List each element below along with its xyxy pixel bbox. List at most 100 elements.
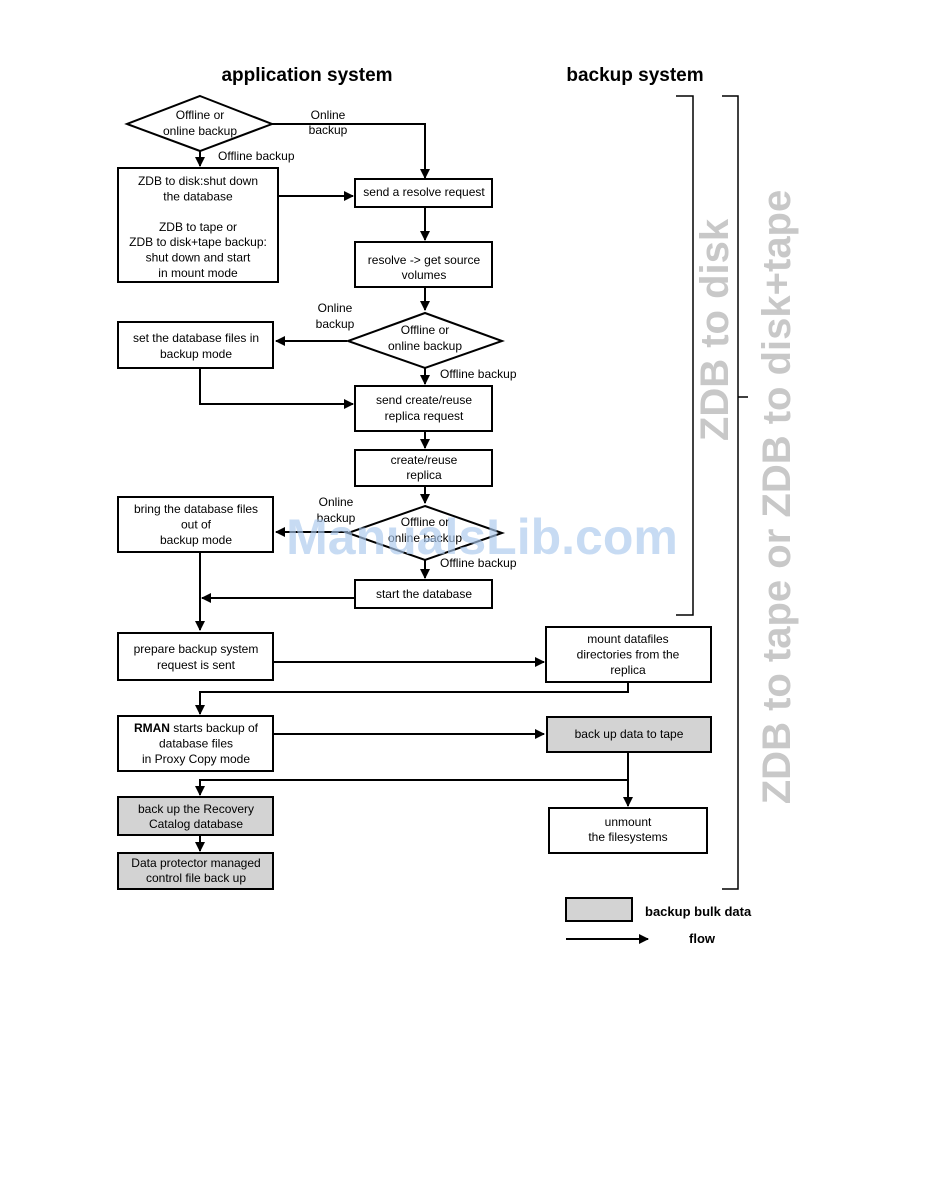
- watermark-text: ManualsLib.com: [286, 509, 678, 565]
- box-start-database: start the database: [354, 579, 493, 609]
- label-offline-backup-1: Offline backup: [218, 149, 295, 163]
- text-line: the database: [163, 189, 233, 203]
- text-line: Online: [319, 495, 354, 509]
- text-line: database files: [159, 737, 233, 751]
- text-line: in mount mode: [158, 266, 238, 280]
- text-line: backup: [309, 123, 348, 137]
- text-line: Offline or: [176, 108, 224, 122]
- text-line: volumes: [402, 268, 447, 282]
- box-prepare-request: prepare backup system request is sent: [117, 632, 274, 681]
- legend: backup bulk data flow: [565, 897, 752, 946]
- box-backup-to-tape: back up data to tape: [546, 716, 712, 753]
- text-line: create/reuse: [391, 453, 458, 467]
- text-line: Online: [311, 108, 346, 122]
- side-label-zdb-disk: ZDB to disk: [693, 218, 737, 441]
- label-offline-backup-3: Offline backup: [440, 556, 517, 570]
- text-line: backup mode: [160, 533, 232, 547]
- label-online-backup-2: Online backup: [316, 301, 355, 331]
- text-line: Catalog database: [149, 817, 243, 831]
- box-start-database-text: start the database: [376, 587, 472, 601]
- text-line: back up the Recovery: [138, 802, 254, 816]
- heading-application-system: application system: [221, 65, 392, 86]
- box-rman-first-line: RMAN starts backup of: [134, 721, 259, 735]
- connector-tape-catalog: [195, 779, 628, 796]
- connector-setmode-create: [199, 369, 354, 409]
- text-line: online backup: [388, 531, 462, 545]
- box-send-resolve: send a resolve request: [354, 178, 493, 208]
- box-send-resolve-text: send a resolve request: [363, 185, 485, 199]
- legend-bulk-label: backup bulk data: [645, 904, 752, 919]
- label-online-backup-3: Online backup: [317, 495, 356, 525]
- text-line: shut down and start: [146, 251, 251, 265]
- text-line: replica: [406, 468, 442, 482]
- text-line: unmount: [605, 815, 652, 829]
- text-line: control file back up: [146, 871, 246, 885]
- legend-bulk-swatch: [565, 897, 633, 922]
- decision-3: Offline or online backup: [344, 504, 506, 562]
- connectors: [195, 123, 633, 852]
- text-line: backup: [317, 511, 356, 525]
- text-line: back up data to tape: [575, 727, 684, 741]
- rman-rest-text: starts backup of: [170, 721, 259, 735]
- text-line: ZDB to disk:shut down: [138, 174, 258, 188]
- box-create-request: send create/reuse replica request: [354, 385, 493, 432]
- text-line: prepare backup system: [134, 642, 259, 656]
- text-line: directories from the: [577, 648, 680, 662]
- text-line: in Proxy Copy mode: [142, 752, 250, 766]
- box-set-backup-mode: set the database files in backup mode: [117, 321, 274, 369]
- text-line: the filesystems: [588, 830, 667, 844]
- text-line: start the database: [376, 587, 472, 601]
- brackets: [676, 95, 748, 890]
- bracket-zdb-tape: [722, 95, 748, 890]
- text-line: request is sent: [157, 658, 236, 672]
- decision-1: Offline or online backup: [124, 94, 275, 153]
- text-line: online backup: [163, 124, 237, 138]
- text-line: ZDB to disk+tape backup:: [129, 235, 267, 249]
- text-line: bring the database files: [134, 502, 258, 516]
- decision-1-text: Offline or online backup: [163, 108, 237, 138]
- text-line: replica: [610, 663, 646, 677]
- text-line: send create/reuse: [376, 393, 472, 407]
- label-offline-backup-2: Offline backup: [440, 367, 517, 381]
- text-line: resolve -> get source: [368, 253, 481, 267]
- text-line: Data protector managed: [131, 856, 260, 870]
- text-line: mount datafiles: [587, 632, 668, 646]
- box-backup-to-tape-text: back up data to tape: [575, 727, 684, 741]
- text-line: out of: [181, 518, 212, 532]
- text-line: Offline or: [401, 323, 449, 337]
- box-create-request-text: send create/reuse replica request: [376, 393, 472, 423]
- text-line: replica request: [385, 409, 464, 423]
- connector-mount-rman: [195, 682, 629, 715]
- text-line: backup mode: [160, 347, 232, 361]
- legend-flow-label: flow: [689, 931, 716, 946]
- text-line: backup: [316, 317, 355, 331]
- text-line: Online: [318, 301, 353, 315]
- text-line: set the database files in: [133, 331, 259, 345]
- text-line: ZDB to tape or: [159, 220, 237, 234]
- side-label-zdb-tape: ZDB to tape or ZDB to disk+tape: [755, 190, 799, 805]
- bracket-zdb-disk: [676, 95, 694, 616]
- decision-3-text: Offline or online backup: [388, 515, 462, 545]
- text-line: Offline or: [401, 515, 449, 529]
